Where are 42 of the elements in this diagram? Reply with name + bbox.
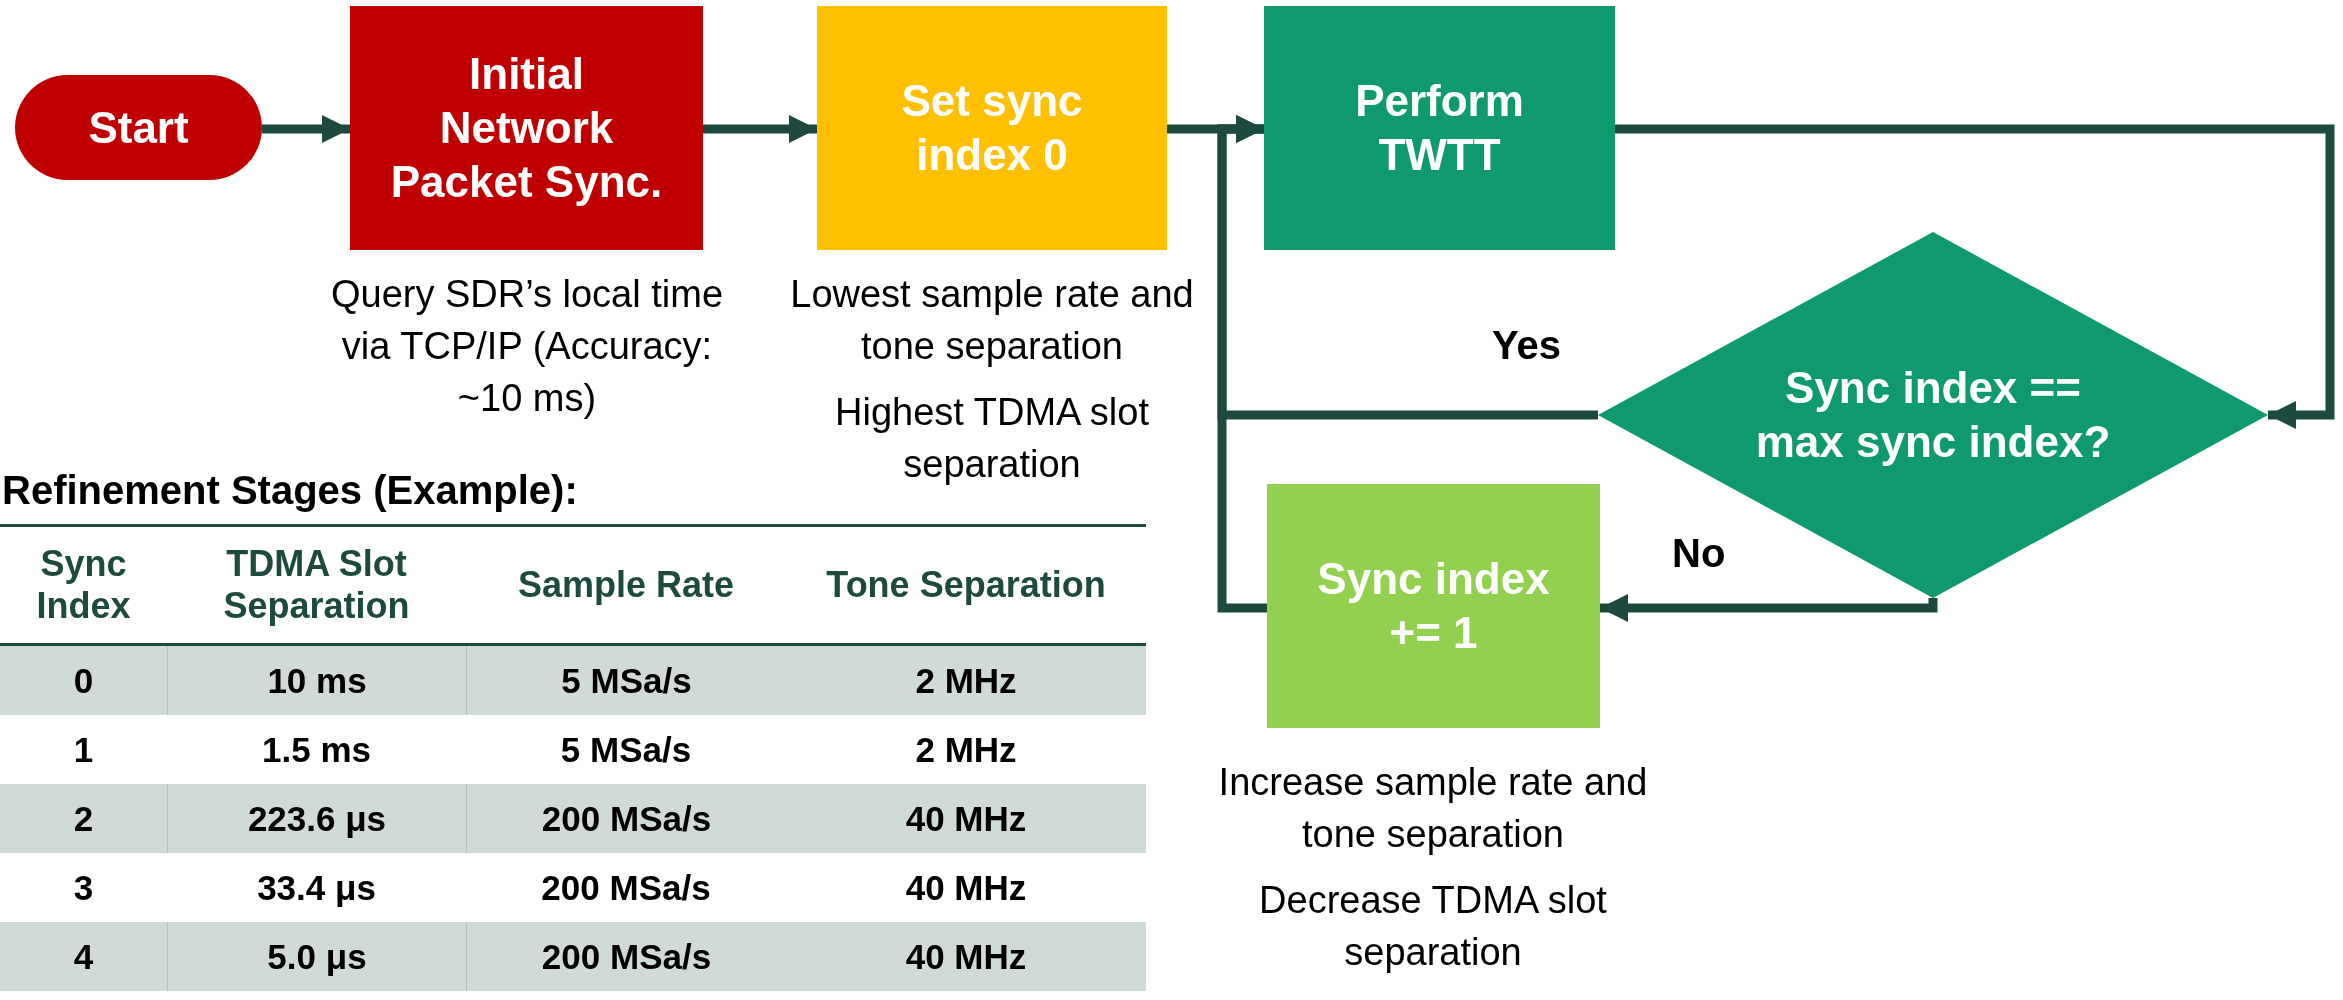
arrow [262,115,350,143]
process-box [817,6,1167,250]
arrow [703,115,817,143]
table-cell: 0 [0,646,167,715]
annotation-text: Increase sample rate and tone separation [1218,760,1648,857]
node-label: Start [88,101,189,154]
table-cell-text: 2 MHz [914,728,1018,771]
node-label: Perform TWTT [1354,75,1525,181]
table-cell-text: 1 [72,728,95,771]
annotation-text: Lowest sample rate and tone separation [789,272,1195,369]
node-label: Sync index == max sync index? [1754,362,2112,468]
table-cell-text: 200 MSa/s [540,866,712,909]
decision-diamond [1598,232,2268,598]
table-cell: 40 MHz [786,922,1146,991]
annotation-text: Decrease TDMA slot separation [1258,878,1608,975]
table-cell-text: 5 MSa/s [559,728,693,771]
table-cell: 200 MSa/s [466,784,786,853]
table-cell: 2 MHz [786,646,1146,715]
process-box [1267,484,1600,728]
node-label: Sync index += 1 [1316,553,1551,659]
annotation-text: Query SDR’s local time via TCP/IP (Accuracy: ~10 ms) [329,272,725,421]
table-cell: 40 MHz [786,784,1146,853]
arrow [1217,115,1267,613]
table-cell: 10 ms [167,646,466,715]
annotation-text: Highest TDMA slot separation [834,390,1150,487]
table-cell-text: 3 [72,866,95,909]
node-label: Set sync index 0 [900,75,1084,181]
table-cell: 223.6 μs [167,784,466,853]
table-cell-text: 40 MHz [904,866,1028,909]
process-box [1264,6,1615,250]
arrow [1600,594,1938,622]
node-label: Initial Network Packet Sync. [389,48,664,208]
table-cell: 4 [0,922,167,991]
table-cell: 200 MSa/s [466,922,786,991]
table-cell-text: 33.4 μs [256,866,377,909]
process-box [350,6,703,250]
table-cell: 5 MSa/s [466,646,786,715]
table-cell: 5.0 μs [167,922,466,991]
arrow [1615,124,2335,429]
table-cell: 2 [0,784,167,853]
table-title: Refinement Stages (Example): [2,467,578,514]
table-cell-text: 1.5 ms [261,728,372,771]
